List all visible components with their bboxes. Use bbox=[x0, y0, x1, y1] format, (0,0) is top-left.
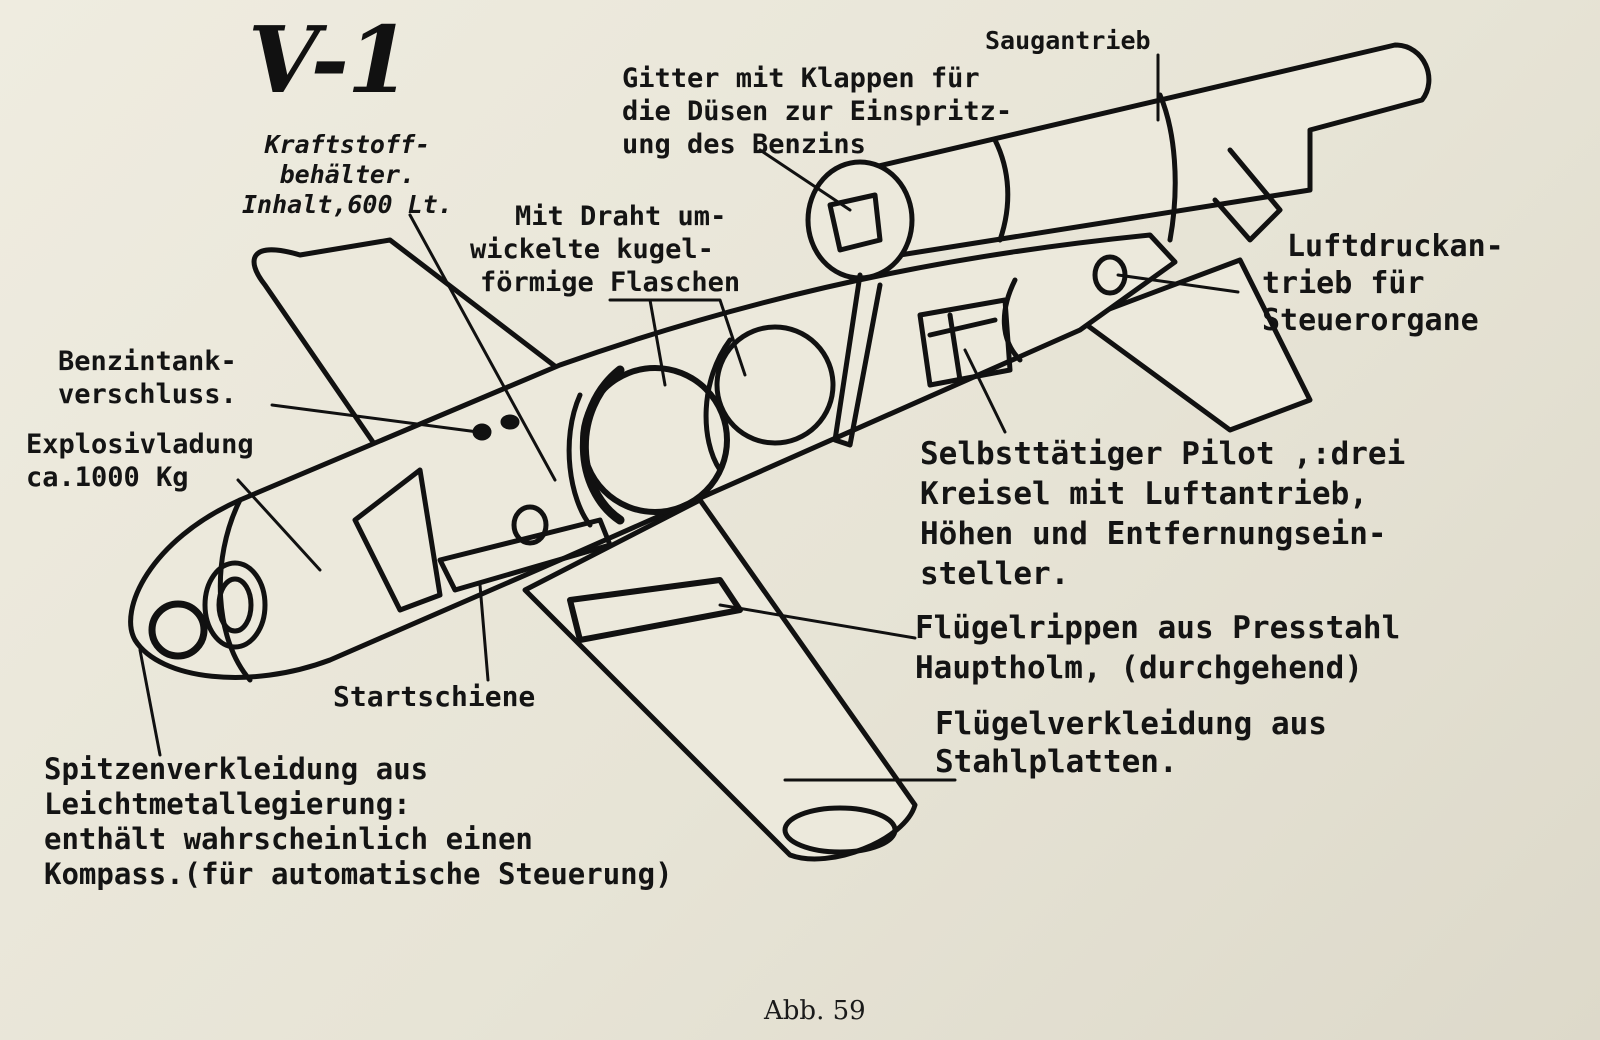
leader-luftdruck bbox=[1116, 273, 1240, 294]
leader-startschiene bbox=[478, 583, 490, 682]
label-saugantrieb: Saugantrieb bbox=[985, 26, 1151, 55]
page-title: V-1 bbox=[248, 6, 411, 114]
leader-gitter bbox=[758, 148, 852, 212]
label-benzintank: Benzintank- verschluss. bbox=[58, 346, 237, 410]
nose-compass-ring bbox=[148, 600, 208, 660]
autopilot-frame bbox=[917, 297, 1013, 388]
front-pylon bbox=[832, 272, 883, 448]
fuel-filler-cap bbox=[500, 414, 520, 430]
leader-flaschen bbox=[608, 298, 747, 377]
label-explosiv: Explosivladung ca.1000 Kg bbox=[26, 429, 254, 493]
fuselage-frame bbox=[566, 392, 593, 528]
leader-rippen bbox=[718, 603, 917, 640]
label-startschiene: Startschiene bbox=[333, 680, 536, 713]
label-flaschen: Mit Draht um- wickelte kugel- förmige Fl… bbox=[470, 201, 741, 298]
tail-plane bbox=[1077, 257, 1313, 433]
label-verkleidung: Flügelverkleidung aus Stahlplatten. bbox=[935, 706, 1327, 780]
nose-warhead-ring bbox=[216, 576, 254, 634]
pulse-jet-tube bbox=[837, 42, 1432, 258]
intake-grill bbox=[805, 159, 915, 281]
autopilot-frame bbox=[927, 312, 998, 383]
bottle-wire bbox=[579, 365, 625, 525]
figure-caption: Abb. 59 bbox=[764, 996, 866, 1026]
leader-kraftstoff bbox=[408, 213, 557, 482]
fuselage-frame bbox=[352, 467, 443, 613]
rear-pylon bbox=[1212, 147, 1283, 243]
intake-flaps bbox=[827, 192, 883, 253]
wing-tip-curve bbox=[782, 805, 898, 855]
air-bottle-rear bbox=[714, 324, 836, 446]
leader-benzintank bbox=[270, 403, 480, 434]
pulse-jet-seam bbox=[1157, 92, 1178, 243]
pulse-jet-seam bbox=[992, 137, 1011, 243]
leader-flaschen-2 bbox=[648, 298, 667, 387]
fuselage-frame bbox=[703, 337, 733, 473]
label-luftdruck: Luftdruckan- trieb für Steuerorgane bbox=[1262, 229, 1504, 338]
leader-explosiv bbox=[236, 478, 322, 572]
leader-pilot bbox=[963, 348, 1007, 434]
label-gitter: Gitter mit Klappen für die Düsen zur Ein… bbox=[622, 63, 1013, 160]
label-rippen: Flügelrippen aus Presstahl Hauptholm, (d… bbox=[915, 610, 1401, 686]
nose-warhead-ring bbox=[202, 560, 268, 650]
wing-rib-panel bbox=[567, 577, 743, 643]
label-kraftstoff: Kraftstoff- behälter. Inhalt,600 Lt. bbox=[242, 130, 453, 219]
leader-spitze bbox=[138, 648, 162, 757]
label-pilot: Selbsttätiger Pilot ,:drei Kreisel mit L… bbox=[920, 436, 1406, 592]
label-spitze: Spitzenverkleidung aus Leichtmetallegier… bbox=[44, 752, 673, 891]
launch-lug bbox=[511, 504, 549, 546]
